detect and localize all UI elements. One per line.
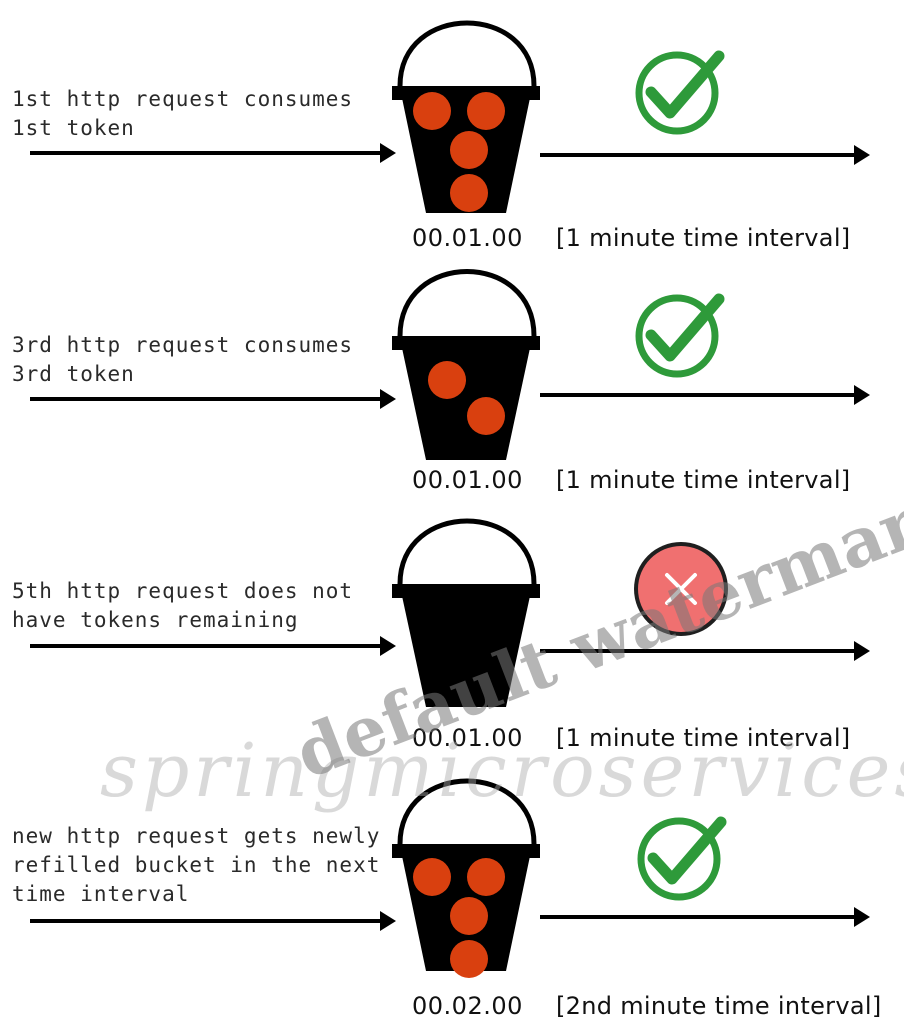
bucket-icon xyxy=(392,269,540,460)
incoming-arrow xyxy=(30,636,396,656)
timestamp: 00.01.00 xyxy=(412,466,523,494)
outgoing-arrow xyxy=(540,907,870,927)
token-3 xyxy=(450,131,488,169)
check-icon xyxy=(635,293,725,378)
token-4 xyxy=(450,940,488,978)
diagram-row-1: 1st http request consumes 1st token 00.0… xyxy=(0,0,904,260)
row-graphic xyxy=(30,778,870,978)
incoming-arrow xyxy=(30,143,396,163)
outgoing-arrow xyxy=(540,385,870,405)
time-interval: [1 minute time interval] xyxy=(556,224,851,252)
check-icon xyxy=(635,50,725,135)
timestamp: 00.01.00 xyxy=(412,724,523,752)
tokens-group xyxy=(413,92,505,212)
diagram-row-4: new http request gets newly refilled buc… xyxy=(0,760,904,1020)
request-label: 1st http request consumes 1st token xyxy=(12,87,354,140)
token-1 xyxy=(428,361,466,399)
request-label: new http request gets newly refilled buc… xyxy=(12,824,381,906)
token-1 xyxy=(413,858,451,896)
request-label: 3rd http request consumes 3rd token xyxy=(12,333,354,386)
outgoing-arrow xyxy=(540,145,870,165)
outgoing-arrow xyxy=(540,641,870,661)
tokens-group xyxy=(428,361,505,435)
diagram-row-2: 3rd http request consumes 3rd token 00.0… xyxy=(0,248,904,508)
row-graphic xyxy=(30,518,870,707)
request-label: 5th http request does not have tokens re… xyxy=(12,579,354,632)
incoming-arrow xyxy=(30,911,396,931)
bucket-icon xyxy=(392,518,540,707)
time-interval: [1 minute time interval] xyxy=(556,466,851,494)
token-4 xyxy=(450,174,488,212)
token-2 xyxy=(467,92,505,130)
time-interval: [2nd minute time interval] xyxy=(556,992,882,1020)
timestamp: 00.01.00 xyxy=(412,224,523,252)
cross-icon xyxy=(634,542,728,636)
token-1 xyxy=(413,92,451,130)
token-3 xyxy=(450,897,488,935)
time-interval: [1 minute time interval] xyxy=(556,724,851,752)
diagram-row-3: 5th http request does not have tokens re… xyxy=(0,500,904,760)
incoming-arrow xyxy=(30,389,396,409)
timestamp: 00.02.00 xyxy=(412,992,523,1020)
row-graphic xyxy=(30,269,870,460)
row-graphic xyxy=(30,20,870,213)
tokens-group xyxy=(413,858,505,978)
token-2 xyxy=(467,397,505,435)
site-watermark: springmicroservices.com xyxy=(100,728,904,814)
check-icon xyxy=(637,816,727,901)
token-2 xyxy=(467,858,505,896)
